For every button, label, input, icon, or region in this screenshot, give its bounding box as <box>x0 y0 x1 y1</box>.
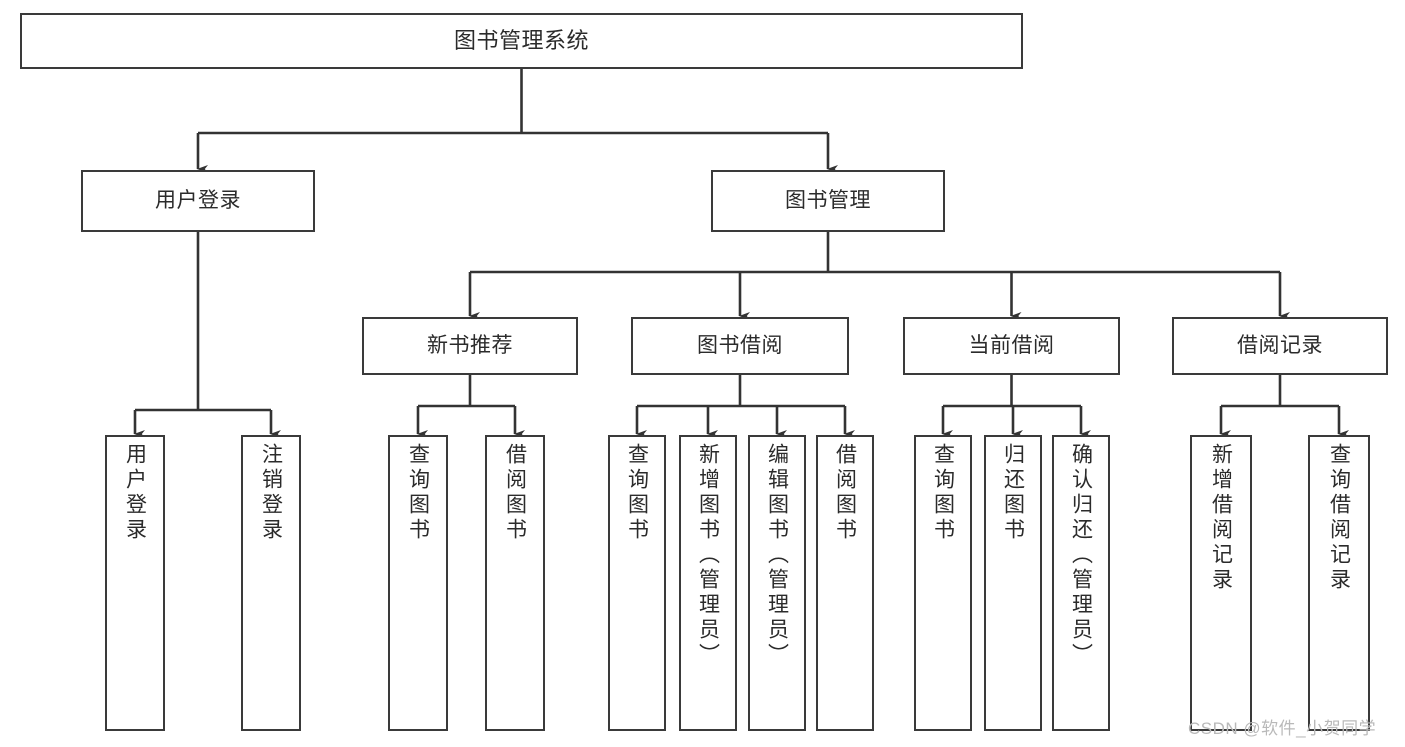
node-box-n16[interactable]: 归还图书 <box>984 435 1042 731</box>
node-box-n3[interactable]: 新书推荐 <box>362 317 578 375</box>
node-box-n0[interactable]: 图书管理系统 <box>20 13 1023 69</box>
node-label-n14: 借阅图书 <box>833 443 857 543</box>
node-label-n13: 编辑图书（管理员） <box>765 443 789 668</box>
node-label-n17: 确认归还（管理员） <box>1069 443 1093 668</box>
node-box-n18[interactable]: 新增借阅记录 <box>1190 435 1252 731</box>
node-box-n6[interactable]: 借阅记录 <box>1172 317 1388 375</box>
node-label-n16: 归还图书 <box>1001 443 1025 543</box>
edge-paths <box>133 69 1349 438</box>
node-box-n17[interactable]: 确认归还（管理员） <box>1052 435 1110 731</box>
node-label-n0: 图书管理系统 <box>453 28 589 54</box>
node-label-n2: 图书管理 <box>785 188 871 212</box>
node-label-n12: 新增图书（管理员） <box>696 443 720 668</box>
node-box-n8[interactable]: 注销登录 <box>241 435 301 731</box>
node-label-n18: 新增借阅记录 <box>1209 443 1233 593</box>
node-label-n4: 图书借阅 <box>697 333 783 357</box>
node-label-n11: 查询图书 <box>625 443 649 543</box>
node-box-n14[interactable]: 借阅图书 <box>816 435 874 731</box>
node-box-n5[interactable]: 当前借阅 <box>903 317 1120 375</box>
node-label-n1: 用户登录 <box>155 188 241 212</box>
node-label-n15: 查询图书 <box>931 443 955 543</box>
node-label-n19: 查询借阅记录 <box>1327 443 1351 593</box>
node-label-n3: 新书推荐 <box>427 333 513 357</box>
node-box-n7[interactable]: 用户登录 <box>105 435 165 731</box>
node-box-n10[interactable]: 借阅图书 <box>485 435 545 731</box>
node-label-n7: 用户登录 <box>123 443 147 543</box>
node-box-n12[interactable]: 新增图书（管理员） <box>679 435 737 731</box>
node-box-n13[interactable]: 编辑图书（管理员） <box>748 435 806 731</box>
node-label-n9: 查询图书 <box>406 443 430 543</box>
node-label-n5: 当前借阅 <box>968 333 1055 357</box>
node-box-n2[interactable]: 图书管理 <box>711 170 945 232</box>
node-box-n19[interactable]: 查询借阅记录 <box>1308 435 1370 731</box>
node-box-n4[interactable]: 图书借阅 <box>631 317 849 375</box>
node-label-n10: 借阅图书 <box>503 443 527 543</box>
node-box-n1[interactable]: 用户登录 <box>81 170 315 232</box>
node-label-n8: 注销登录 <box>259 443 283 543</box>
node-box-n9[interactable]: 查询图书 <box>388 435 448 731</box>
node-box-n15[interactable]: 查询图书 <box>914 435 972 731</box>
node-label-n6: 借阅记录 <box>1237 333 1323 357</box>
node-box-n11[interactable]: 查询图书 <box>608 435 666 731</box>
